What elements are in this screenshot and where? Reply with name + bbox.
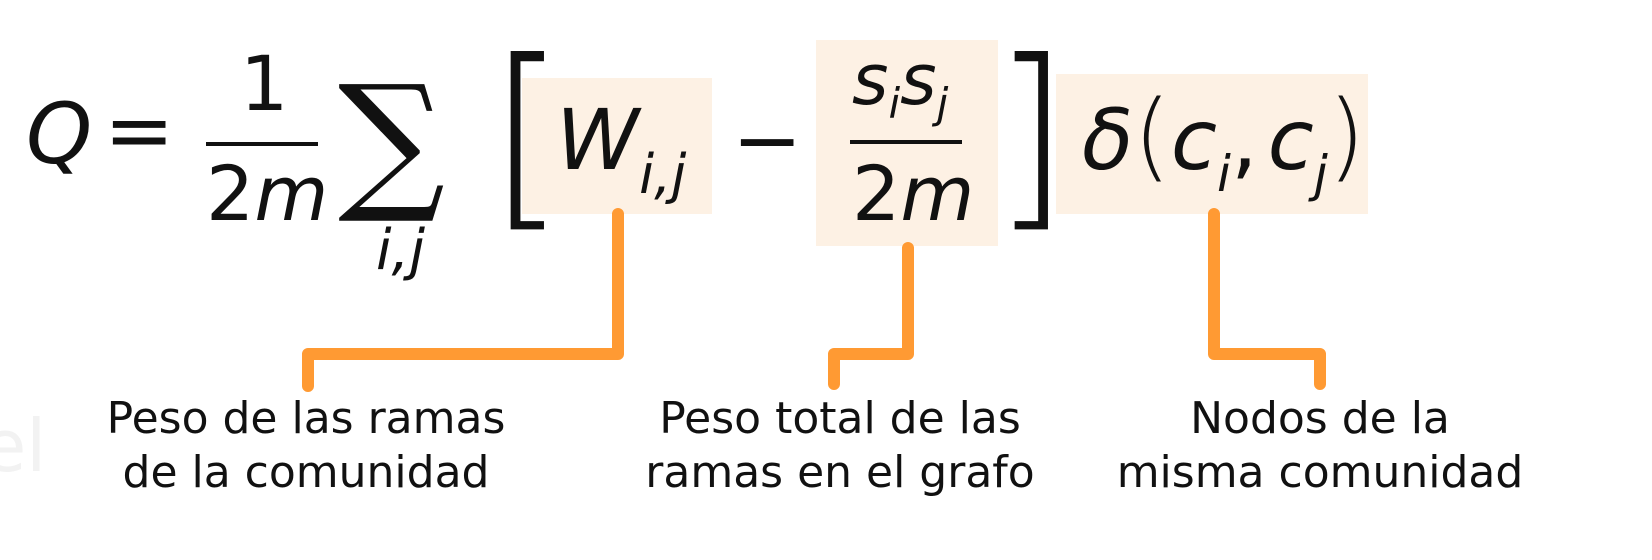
- fraction-denominator: 2m: [206, 150, 328, 238]
- sum-symbol: ∑: [338, 54, 446, 228]
- connector-strength: [828, 242, 914, 390]
- term-weight-var: W: [556, 91, 640, 189]
- formula-equals: =: [104, 81, 175, 179]
- bracket-close: ]: [992, 18, 1071, 251]
- annotation-weight: Peso de las ramas de la comunidad: [86, 392, 526, 500]
- fraction-denominator-coef: 2: [206, 149, 255, 238]
- connector-delta: [1208, 208, 1326, 390]
- annotation-weight-line1: Peso de las ramas: [106, 393, 506, 444]
- paren-open: (: [1133, 80, 1171, 192]
- strength-numerator: sisj: [852, 39, 948, 128]
- delta-symbol: δ: [1082, 91, 1134, 189]
- annotation-delta-line1: Nodos de la: [1190, 393, 1450, 444]
- c-var-1: c: [1170, 91, 1218, 189]
- background-watermark: el: [0, 404, 47, 488]
- fraction-numerator: 1: [240, 39, 289, 128]
- s-sub-2: j: [936, 79, 949, 128]
- term-weight: Wi,j: [556, 90, 686, 206]
- c-sub-1: i: [1217, 145, 1231, 203]
- sum-index: i,j: [376, 218, 425, 283]
- bracket-open: [: [488, 18, 567, 251]
- term-delta: δ(ci,cj): [1082, 86, 1365, 203]
- annotation-weight-line2: de la comunidad: [122, 447, 490, 498]
- fraction2-denominator-coef: 2: [852, 149, 901, 238]
- c-var-2: c: [1267, 91, 1314, 189]
- highlight-box-weight: [522, 78, 712, 214]
- term-weight-sub: i,j: [639, 143, 687, 206]
- comma: ,: [1230, 91, 1258, 189]
- fraction2-denominator: 2m: [852, 150, 974, 238]
- connector-weight: [302, 208, 624, 392]
- formula-q: Q: [26, 85, 93, 183]
- annotation-strength-line2: ramas en el grafo: [645, 447, 1035, 498]
- highlight-box-delta: [1056, 74, 1368, 214]
- annotation-delta-line2: misma comunidad: [1116, 447, 1524, 498]
- minus-sign: −: [732, 91, 803, 189]
- fraction-bar: [206, 142, 318, 146]
- c-sub-2: j: [1313, 145, 1328, 203]
- fraction2-bar: [850, 140, 962, 144]
- fraction-denominator-var: m: [254, 149, 329, 238]
- fraction2-denominator-var: m: [900, 149, 975, 238]
- paren-close: ): [1327, 80, 1366, 192]
- annotation-strength-line1: Peso total de las: [659, 393, 1021, 444]
- s-var-1: s: [852, 39, 889, 121]
- s-sub-1: i: [888, 79, 901, 128]
- annotation-strength: Peso total de las ramas en el grafo: [620, 392, 1060, 500]
- annotation-delta: Nodos de la misma comunidad: [1092, 392, 1548, 500]
- s-var-2: s: [900, 39, 937, 121]
